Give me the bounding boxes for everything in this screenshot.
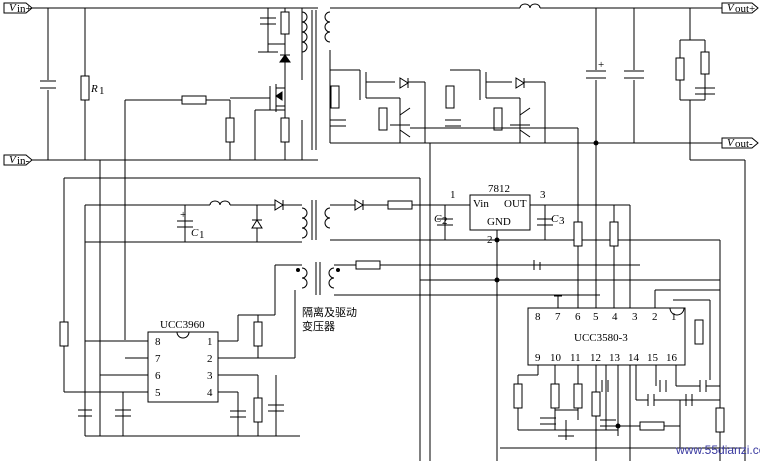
ucc3580-pin9: 9 xyxy=(535,352,541,364)
resistor-r1: R 1 xyxy=(80,75,105,101)
c1-label: C xyxy=(191,227,199,239)
regulator-vin-label: Vin xyxy=(473,198,489,210)
ucc3580-pin15: 15 xyxy=(647,352,659,364)
input-capacitor xyxy=(40,80,56,90)
c1-subscript: 1 xyxy=(199,229,205,241)
output-capacitors: + xyxy=(586,8,644,143)
aux-supply: + C 1 xyxy=(85,199,720,243)
output-rails xyxy=(329,3,722,144)
vin-plus-label: V xyxy=(9,2,17,14)
ucc3580-pin13: 13 xyxy=(609,352,621,364)
ucc3580-pin1: 1 xyxy=(671,311,677,323)
input-rails xyxy=(28,7,318,161)
ucc3580-pin2: 2 xyxy=(652,311,658,323)
ucc3580-pin12: 12 xyxy=(590,352,601,364)
ucc3960-support xyxy=(230,290,296,436)
vout-minus-label: V xyxy=(727,137,735,149)
ucc3580-pin4: 4 xyxy=(612,311,618,323)
ucc3960-pin3: 3 xyxy=(207,370,213,382)
vin-minus-subscript: in- xyxy=(17,155,30,167)
ucc3960-pin2: 2 xyxy=(207,353,213,365)
vout-plus-terminal: V out+ xyxy=(721,2,759,15)
ucc3960-pin6: 6 xyxy=(155,370,161,382)
synchronous-rectifier-2 xyxy=(445,69,546,143)
isolation-label-line2: 变压器 xyxy=(302,319,335,333)
vin-minus-terminal: V in- xyxy=(3,154,33,167)
regulator-name: 7812 xyxy=(488,183,510,195)
ucc3580-pin10: 10 xyxy=(550,352,562,364)
vin-minus-label: V xyxy=(9,154,17,166)
c1-plus-sign: + xyxy=(180,209,186,221)
vout-plus-subscript: out+ xyxy=(735,3,755,15)
regulator-7812: 7812 Vin OUT GND 1 2 3 C 2 C 3 xyxy=(434,183,630,461)
ucc3580-timing-network xyxy=(500,365,745,449)
synchronous-rectifier-1 xyxy=(330,69,426,143)
ucc3960-pin1: 1 xyxy=(207,336,213,348)
ucc3960-pin7: 7 xyxy=(155,353,161,365)
vin-plus-subscript: in+ xyxy=(17,3,32,15)
regulator-pin2: 2 xyxy=(487,234,493,246)
ucc3580-pin7: 7 xyxy=(555,311,561,323)
c3-label: C xyxy=(551,213,559,225)
cap-plus-sign: + xyxy=(598,59,604,71)
vin-plus-terminal: V in+ xyxy=(3,2,33,15)
c3-subscript: 3 xyxy=(559,215,565,227)
ucc3960-pin4: 4 xyxy=(207,387,213,399)
ucc3580-pin14: 14 xyxy=(628,352,640,364)
primary-winding xyxy=(301,10,331,150)
ucc3580-pin16: 16 xyxy=(666,352,678,364)
regulator-gnd-label: GND xyxy=(487,216,511,228)
left-bus-lines xyxy=(59,160,421,461)
watermark: www.55dianzi.com xyxy=(675,443,760,457)
r1-label: R xyxy=(90,83,98,95)
regulator-pin1: 1 xyxy=(450,189,456,201)
snubber-network xyxy=(258,8,291,80)
ucc3960-pin8: 8 xyxy=(155,336,161,348)
ucc3960-pin5: 5 xyxy=(155,387,161,399)
ucc3580-name: UCC3580-3 xyxy=(574,332,628,344)
ucc3580-pin6: 6 xyxy=(575,311,581,323)
ucc3580-chip: UCC3580-3 8 7 6 5 4 3 2 1 9 10 11 12 13 … xyxy=(527,289,720,380)
vout-minus-terminal: V out- xyxy=(721,137,759,150)
ucc3580-pin11: 11 xyxy=(570,352,581,364)
regulator-out-label: OUT xyxy=(504,198,527,210)
vout-plus-label: V xyxy=(727,2,735,14)
ucc3960-name: UCC3960 xyxy=(160,319,205,331)
ucc3580-pin3: 3 xyxy=(632,311,638,323)
primary-mosfet xyxy=(230,80,286,120)
ucc3580-pin8: 8 xyxy=(535,311,541,323)
isolation-label-line1: 隔离及驱动 xyxy=(302,305,357,319)
c2-subscript: 2 xyxy=(442,215,448,227)
output-snubber xyxy=(675,8,715,143)
vout-minus-subscript: out- xyxy=(735,138,753,150)
ucc3580-pin5: 5 xyxy=(593,311,599,323)
c2-label: C xyxy=(434,213,442,225)
gate-drive-network xyxy=(124,95,290,340)
r1-subscript: 1 xyxy=(99,85,105,97)
ucc3960-chip: UCC3960 8 7 6 5 1 2 3 4 xyxy=(64,315,295,436)
regulator-pin3: 3 xyxy=(540,189,546,201)
